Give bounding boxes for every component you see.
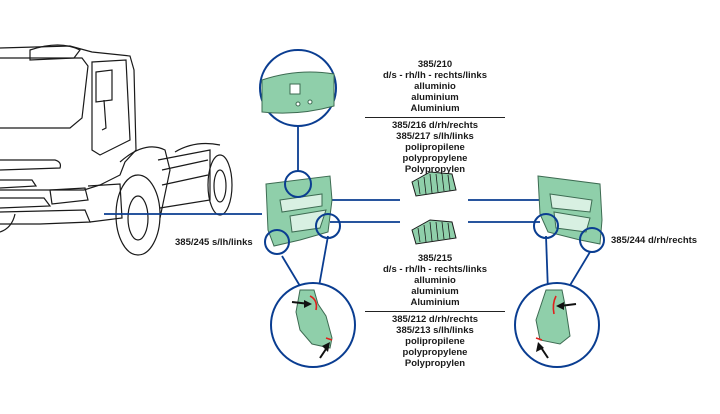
- divider: [365, 117, 505, 118]
- spec-line: aluminium: [411, 92, 459, 103]
- spec-line: alluminio: [414, 81, 456, 92]
- truck-illustration: [0, 44, 233, 256]
- detail-circle-bottom-left: [270, 282, 356, 368]
- right-part-label: 385/244 d/rh/rechts: [611, 235, 698, 246]
- spec-line: polipropilene: [405, 142, 465, 153]
- marker-circles: [264, 170, 605, 255]
- spec-line: alluminio: [414, 275, 456, 286]
- spec-line: polypropylene: [402, 347, 468, 358]
- spec-line: aluminium: [411, 286, 459, 297]
- spec-line: 385/213 s/lh/links: [396, 325, 474, 336]
- right-step-part: [537, 175, 603, 245]
- left-part-label: 385/245 s/lh/links: [175, 237, 253, 248]
- spec-line: 385/212 d/rh/rechts: [391, 314, 479, 325]
- upper-grille: [411, 171, 457, 197]
- detail-circle-top: [259, 49, 337, 127]
- spec-line: d/s - rh/lh - rechts/links: [383, 70, 487, 81]
- spec-line: 385/216 d/rh/rechts: [391, 120, 479, 131]
- lower-grille: [411, 219, 457, 245]
- divider: [365, 311, 505, 312]
- spec-line: Aluminium: [410, 297, 460, 308]
- spec-line: 385/217 s/lh/links: [396, 131, 474, 142]
- spec-line: d/s - rh/lh - rechts/links: [383, 264, 487, 275]
- spec-line: Polypropylen: [404, 358, 466, 369]
- lower-grille-spec: 385/215 d/s - rh/lh - rechts/links allum…: [365, 253, 505, 369]
- spec-line: 385/210: [417, 59, 453, 70]
- spec-line: polypropylene: [402, 153, 468, 164]
- detail-circle-bottom-right: [514, 282, 600, 368]
- upper-grille-spec: 385/210 d/s - rh/lh - rechts/links allum…: [365, 59, 505, 175]
- spec-line: polipropilene: [405, 336, 465, 347]
- spec-line: Polypropylen: [404, 164, 466, 175]
- spec-line: 385/215: [417, 253, 453, 264]
- callout-lines: [104, 113, 591, 297]
- spec-line: Aluminium: [410, 103, 460, 114]
